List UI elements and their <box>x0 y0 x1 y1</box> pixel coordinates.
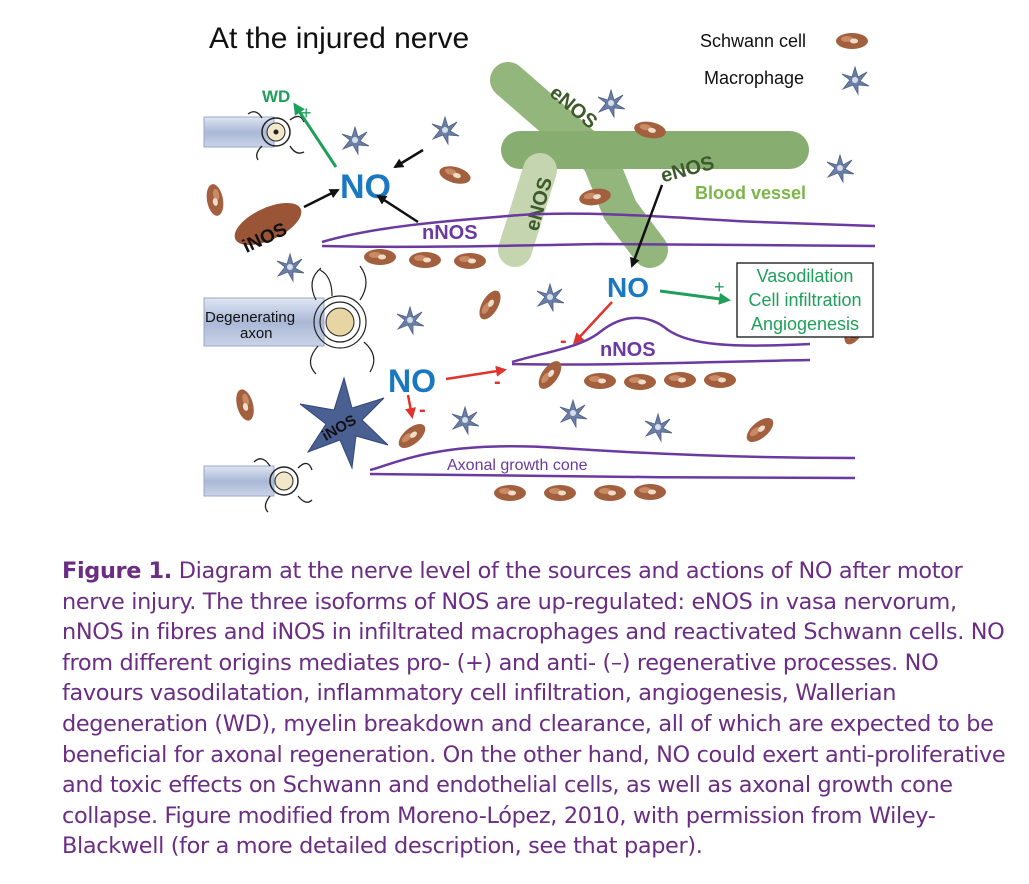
axon-stump-top <box>203 111 305 161</box>
nnos-label: nNOS <box>422 222 478 244</box>
caption-label: Figure 1. <box>62 558 172 584</box>
legend-schwann-label: Schwann cell <box>700 31 806 51</box>
inos-macrophage: iNOS <box>299 376 389 470</box>
nnos-label: nNOS <box>600 339 656 361</box>
diagram-title: At the injured nerve <box>209 22 469 55</box>
arrows <box>293 102 731 419</box>
plus-sign: + <box>714 277 725 297</box>
axon-stump-bottom <box>203 458 313 513</box>
plus-sign: + <box>301 103 312 123</box>
figure-caption: Figure 1. Diagram at the nerve level of … <box>62 556 1007 862</box>
growth-cone-label: Axonal growth cone <box>447 457 588 474</box>
minus-sign: - <box>419 399 426 421</box>
effect-angiogenesis: Angiogenesis <box>751 314 859 334</box>
nerve-fibres <box>321 212 876 480</box>
blood-vessel: eNOS eNOS eNOS Blood vessel <box>490 62 809 268</box>
legend-macrophage-icon <box>841 66 870 95</box>
no-label-bottom: NO <box>388 363 436 399</box>
effects-box: Vasodilation Cell infiltration Angiogene… <box>736 262 874 338</box>
effect-vasodilation: Vasodilation <box>757 266 854 286</box>
nerve-injury-diagram: At the injured nerve Schwann cell Macrop… <box>203 22 876 513</box>
minus-sign: - <box>494 371 501 393</box>
caption-text: Diagram at the nerve level of the source… <box>62 558 1006 860</box>
effect-cell-infiltration: Cell infiltration <box>748 290 861 310</box>
no-label-right: NO <box>607 272 649 303</box>
axon-stump-middle: Degenerating axon <box>203 265 375 375</box>
inos-schwann-cell: iNOS <box>234 202 302 258</box>
degenerating-axon-label-2: axon <box>240 325 273 342</box>
legend-schwann-icon <box>836 33 868 49</box>
degenerating-axon-label-1: Degenerating <box>205 309 295 326</box>
minus-sign: - <box>560 330 567 352</box>
legend-macrophage-label: Macrophage <box>704 68 804 88</box>
wd-label: WD <box>262 87 290 106</box>
blood-vessel-label: Blood vessel <box>695 183 806 203</box>
